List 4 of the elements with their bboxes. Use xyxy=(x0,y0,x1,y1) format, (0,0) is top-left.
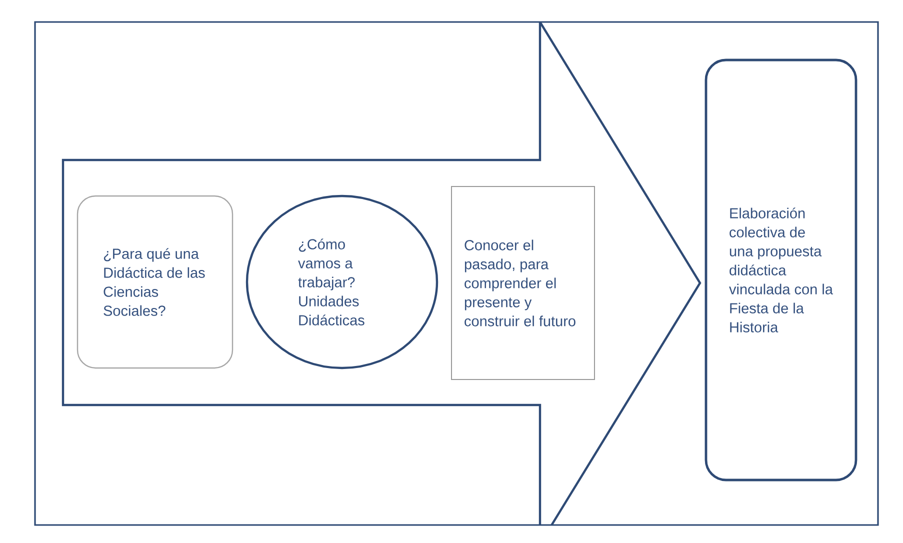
block-arrow xyxy=(62,22,702,525)
rounded-box: ¿Para qué una Didáctica de las Ciencias Sociales? xyxy=(76,195,234,369)
rounded-box: Elaboración colectiva de una propuesta didáctica vinculada con la Fiesta de la Historia xyxy=(704,58,858,482)
text-box: Conocer el pasado, para comprender el presente y construir el futuro xyxy=(451,186,595,380)
